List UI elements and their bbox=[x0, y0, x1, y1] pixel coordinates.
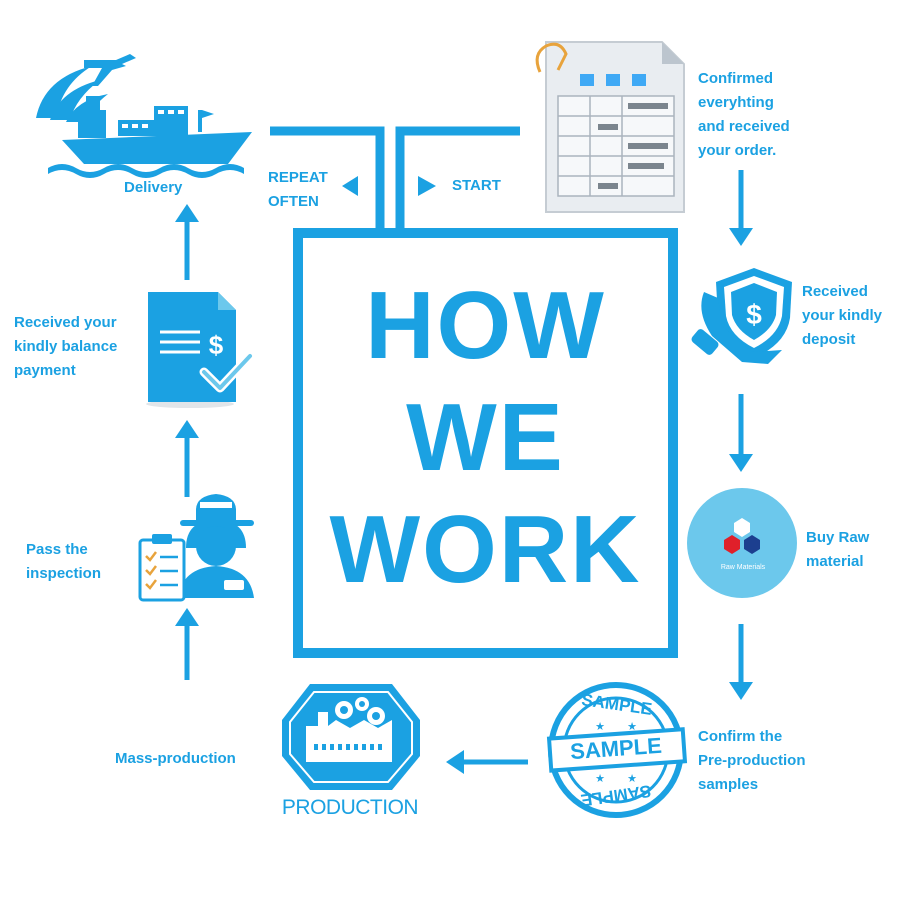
title-line-work: WORK bbox=[329, 496, 642, 603]
svg-text:★: ★ bbox=[595, 721, 605, 733]
arrow-raw-to-sample bbox=[729, 624, 753, 700]
raw-materials-icon bbox=[687, 488, 797, 598]
start-arrow bbox=[418, 176, 436, 196]
start-pipe bbox=[395, 126, 520, 228]
repeat-arrow bbox=[342, 176, 358, 196]
arrow-order-to-deposit bbox=[729, 170, 753, 246]
title-line-we: WE bbox=[406, 384, 565, 491]
production-caption: PRODUCTION bbox=[281, 796, 419, 819]
spreadsheet-icon bbox=[535, 41, 685, 213]
left-arrows bbox=[175, 204, 199, 680]
ship-plane-icon bbox=[36, 54, 252, 178]
arrow-balance-to-delivery bbox=[175, 204, 199, 280]
title-line-how: HOW bbox=[365, 272, 606, 379]
repeat-pipe bbox=[270, 126, 385, 228]
hand-dollar-shield-icon: $ bbox=[691, 268, 792, 364]
arrow-sample-to-production bbox=[446, 750, 528, 774]
svg-text:★: ★ bbox=[627, 721, 637, 733]
svg-text:$: $ bbox=[746, 299, 762, 330]
center-frame bbox=[293, 228, 678, 658]
center-title: HOW WE WORK bbox=[293, 270, 678, 606]
arrow-production-to-inspection bbox=[175, 608, 199, 680]
svg-text:SAMPLE: SAMPLE bbox=[580, 781, 653, 810]
svg-text:$: $ bbox=[209, 330, 224, 360]
svg-text:SAMPLE: SAMPLE bbox=[580, 690, 653, 719]
start-label: START bbox=[452, 177, 501, 194]
svg-text:★: ★ bbox=[595, 773, 605, 785]
arrow-inspection-to-balance bbox=[175, 420, 199, 497]
flow-pipes bbox=[270, 126, 520, 228]
inspector-checklist-icon bbox=[138, 494, 254, 602]
repeat-label: REPEAT OFTEN bbox=[268, 169, 328, 210]
right-arrows bbox=[729, 170, 753, 700]
step-label-production: Mass-production bbox=[115, 750, 236, 767]
invoice-check-icon: $ bbox=[146, 292, 255, 408]
raw-materials-caption: Raw Materials bbox=[720, 564, 766, 571]
svg-text:★: ★ bbox=[627, 773, 637, 785]
step-label-delivery: Delivery bbox=[124, 179, 183, 196]
arrow-deposit-to-raw bbox=[729, 394, 753, 472]
factory-gears-icon bbox=[282, 684, 420, 790]
